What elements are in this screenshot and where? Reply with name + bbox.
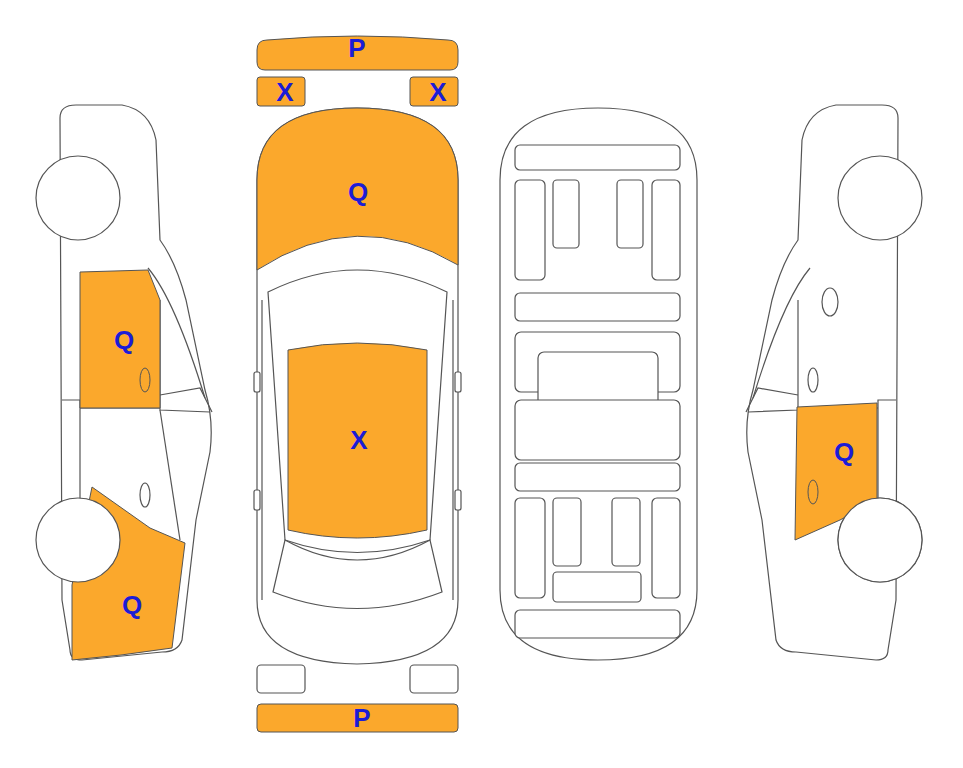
damage-code: Q xyxy=(122,592,142,618)
panel-fill xyxy=(257,77,305,106)
panel-fill xyxy=(410,77,458,106)
panel-fill xyxy=(80,270,160,408)
top-view-car xyxy=(254,108,461,693)
damage-panel: X xyxy=(410,77,458,106)
damage-code: X xyxy=(350,427,367,453)
underside-car xyxy=(500,108,697,660)
panel-fill xyxy=(288,343,427,538)
damage-panel: Q xyxy=(795,403,877,540)
panel-fill xyxy=(257,704,458,732)
damage-code: X xyxy=(276,79,293,105)
damage-panel: X xyxy=(257,77,305,106)
damage-panel: X xyxy=(288,338,427,545)
damage-code: P xyxy=(348,35,365,61)
damage-panel: P xyxy=(257,32,458,70)
door-handle xyxy=(140,368,150,392)
damage-code: X xyxy=(429,79,446,105)
panel-fill xyxy=(257,108,458,270)
damage-panel: Q xyxy=(70,487,185,660)
panel-fill xyxy=(257,36,458,70)
damage-panel: Q xyxy=(257,108,458,270)
wheel xyxy=(838,498,922,582)
door-handle xyxy=(808,480,818,504)
damage-code: P xyxy=(353,705,370,731)
panel-outline xyxy=(70,487,185,660)
right-side-car xyxy=(746,105,922,660)
damage-panel: P xyxy=(257,704,458,732)
damage-panel: Q xyxy=(80,270,160,408)
wheel xyxy=(36,498,120,582)
damage-code: Q xyxy=(348,179,368,205)
left-side-car xyxy=(36,105,212,660)
damage-code: Q xyxy=(114,327,134,353)
panel-outline xyxy=(795,403,877,540)
damage-code: Q xyxy=(834,439,854,465)
